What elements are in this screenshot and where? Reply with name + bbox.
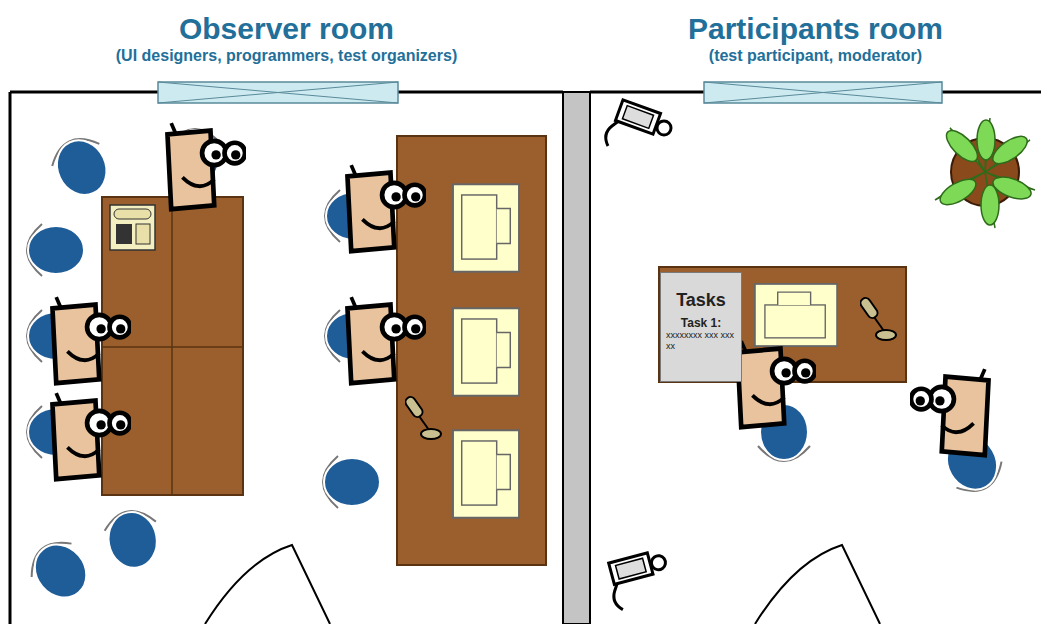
window — [158, 82, 942, 103]
microphone — [404, 395, 441, 439]
monitor — [755, 284, 837, 346]
heading-text: Participants room — [590, 12, 1041, 46]
body-text: (test participant, moderator) — [590, 46, 1041, 66]
telephone — [110, 205, 155, 250]
heading-text: Observer room — [10, 12, 563, 46]
room-region: Observer room(UI designers, programmers,… — [10, 0, 563, 624]
microphone — [859, 296, 896, 340]
conference-table — [102, 197, 243, 495]
monitor — [453, 308, 519, 395]
person — [52, 123, 988, 479]
body-text: xxxxxxxx xxx xxxxx — [666, 330, 736, 352]
walls — [10, 92, 1041, 624]
heading-text: Tasks — [666, 290, 736, 310]
camera — [595, 536, 675, 611]
body-text: Task 1: — [666, 316, 736, 330]
camera — [606, 100, 671, 146]
monitor — [453, 430, 519, 517]
monitor — [453, 184, 519, 271]
room-region: Participants room(test participant, mode… — [590, 0, 1041, 624]
task-sheet: TasksTask 1:xxxxxxxx xxx xxxxx — [660, 272, 742, 382]
body-text: (UI designers, programmers, test organiz… — [10, 46, 563, 66]
plant — [935, 118, 1035, 228]
